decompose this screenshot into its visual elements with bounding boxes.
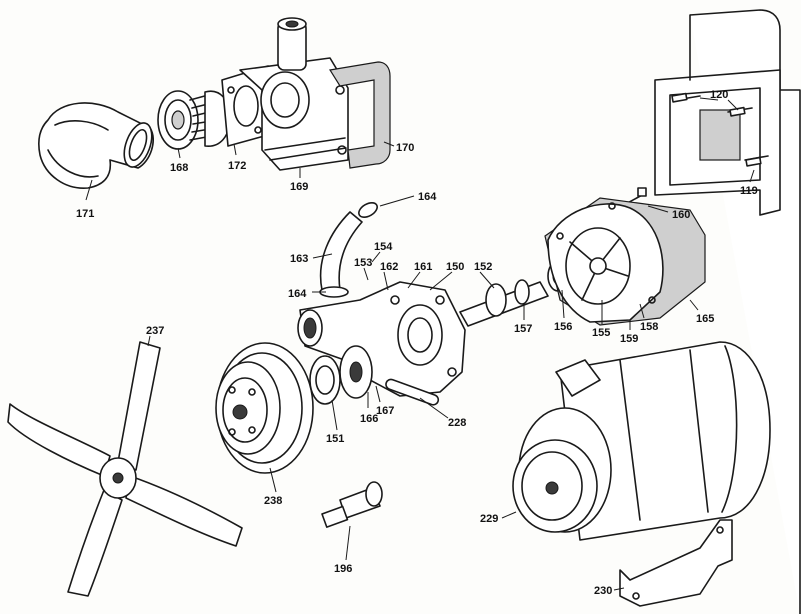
callout-161: 161	[414, 261, 432, 273]
callout-196: 196	[334, 563, 352, 575]
callout-165: 165	[696, 313, 714, 325]
engine-block-part	[654, 9, 801, 614]
pulley-part	[215, 342, 314, 474]
pulley-hub-part	[309, 345, 373, 405]
callout-162: 162	[380, 261, 398, 273]
thermostat-housing-part	[239, 17, 349, 171]
callout-120: 120	[710, 89, 728, 101]
cover-gasket-part	[329, 61, 391, 169]
callout-172: 172	[228, 160, 246, 172]
callout-163: 163	[290, 253, 308, 265]
callout-237: 237	[146, 325, 164, 337]
callout-169: 169	[290, 181, 308, 193]
leader-lines	[85, 97, 755, 591]
bypass-hose-part	[319, 201, 378, 298]
callout-158: 158	[640, 321, 658, 333]
callout-171: 171	[76, 208, 94, 220]
callout-160: 160	[672, 209, 690, 221]
callout-164-upper: 164	[418, 191, 437, 203]
thermostat-part	[157, 90, 231, 150]
callout-238: 238	[264, 495, 282, 507]
temperature-sender-part	[321, 481, 383, 528]
fan-part	[7, 341, 243, 597]
callout-151: 151	[326, 433, 344, 445]
callout-119: 119	[740, 185, 758, 197]
callout-230: 230	[594, 585, 612, 597]
callout-167: 167	[376, 405, 394, 417]
callout-229: 229	[480, 513, 498, 525]
callout-154: 154	[374, 241, 393, 253]
callout-170: 170	[396, 142, 414, 154]
dynamo-part	[512, 341, 771, 541]
hose-elbow-part	[38, 102, 154, 189]
pump-housing-part	[297, 281, 466, 406]
dynamo-bracket-part	[619, 519, 733, 607]
callout-164-lower: 164	[288, 288, 307, 300]
callout-166: 166	[360, 413, 378, 425]
pump-body-part	[544, 197, 706, 326]
callout-152: 152	[474, 261, 492, 273]
callout-150: 150	[446, 261, 464, 273]
callout-155: 155	[592, 327, 610, 339]
callout-157: 157	[514, 323, 532, 335]
callout-228: 228	[448, 417, 466, 429]
callout-168: 168	[170, 162, 188, 174]
callout-153: 153	[354, 257, 372, 269]
callout-159: 159	[620, 333, 638, 345]
callout-labels: 171 168 172 169 170 120 119 164 160 163 …	[76, 89, 758, 597]
callout-156: 156	[554, 321, 572, 333]
